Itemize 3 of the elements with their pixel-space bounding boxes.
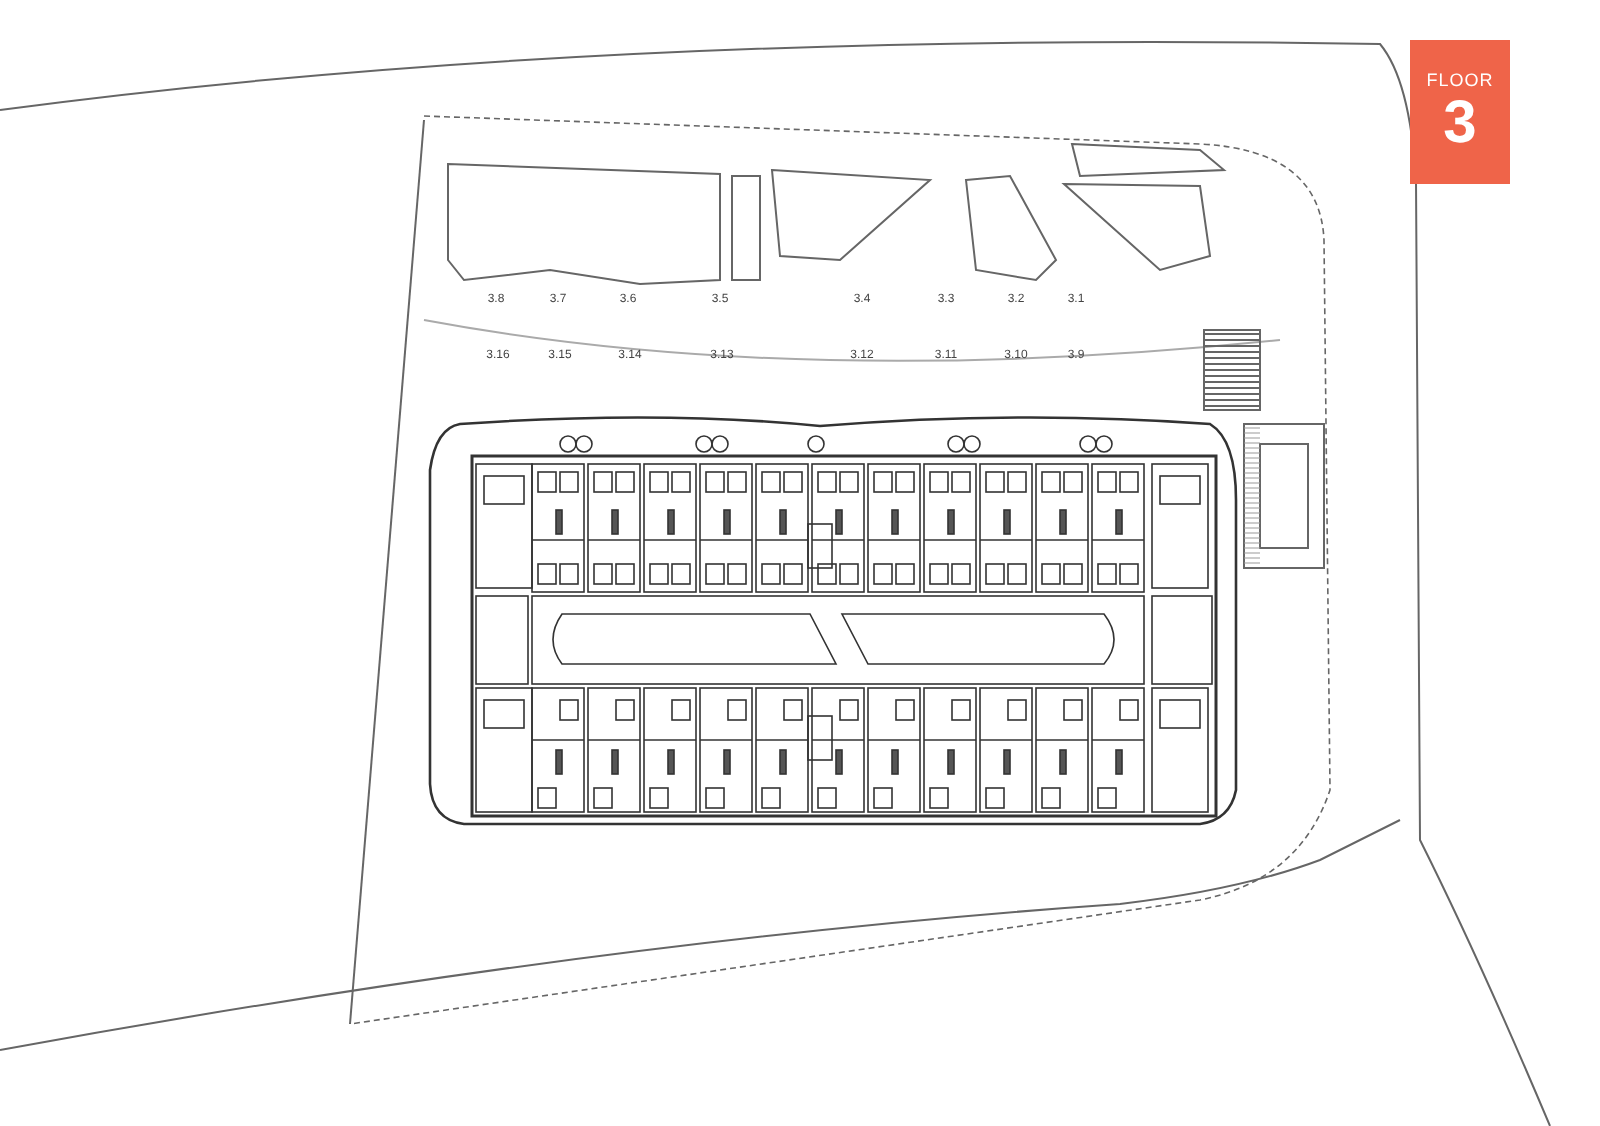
floor-number: 3 bbox=[1443, 94, 1477, 154]
floor-badge bbox=[1410, 40, 1510, 184]
badge-heading: FLOOR bbox=[1426, 70, 1494, 90]
